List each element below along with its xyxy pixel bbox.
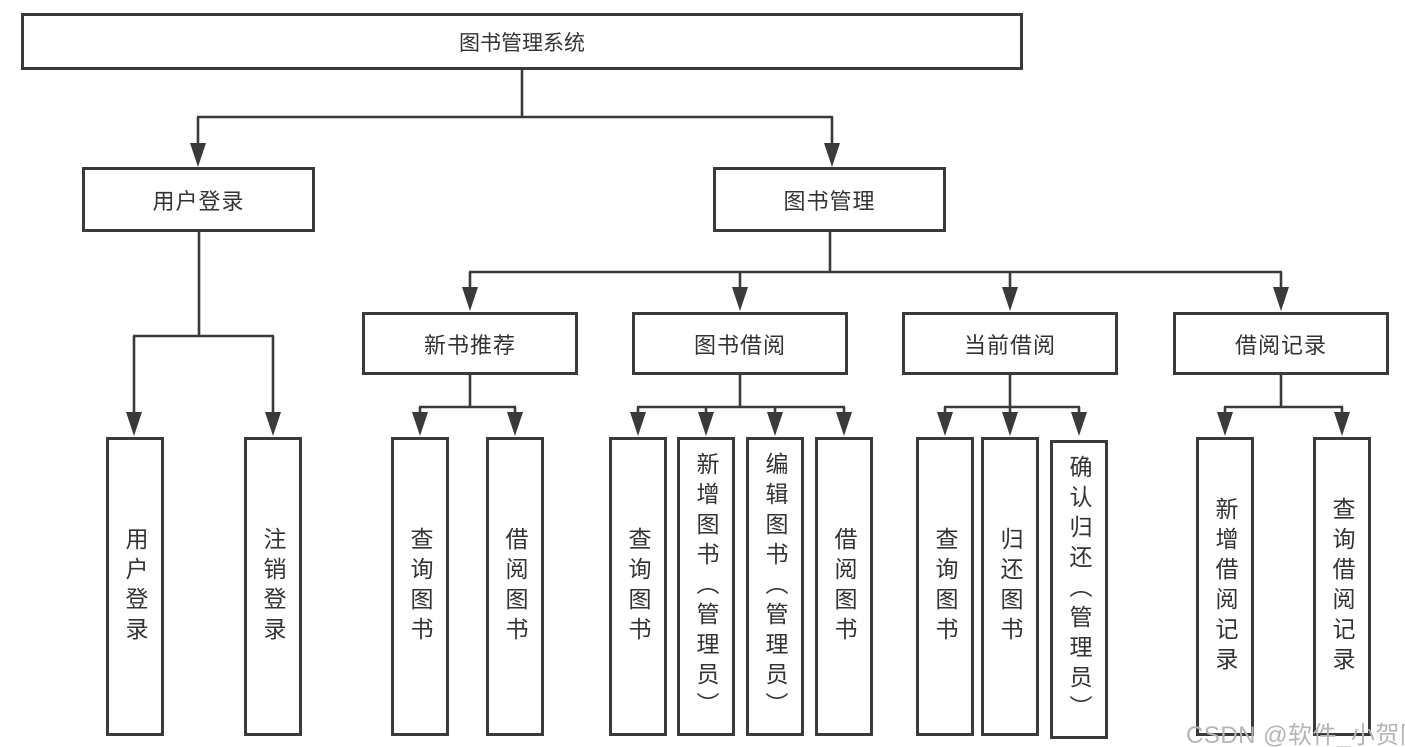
leaf-query-books-1: 查询图书 [391,437,449,736]
arrow-down-icon [412,412,428,436]
arrow-down-icon [698,412,714,436]
node-new-book-recommend: 新书推荐 [362,312,578,375]
node-book-borrowing: 图书借阅 [632,312,848,375]
node-borrowing-records: 借阅记录 [1173,312,1389,375]
arrow-down-icon [1334,412,1350,436]
leaf-borrow-books-2: 借阅图书 [815,437,873,736]
leaf-edit-books-admin: 编辑图书（管理员） [746,437,804,736]
arrow-down-icon [836,412,852,436]
connector-newbook-leaves [418,374,517,417]
leaf-logout-login: 注销登录 [244,437,302,736]
arrow-down-icon [1002,412,1018,436]
arrow-down-icon [462,287,478,311]
leaf-add-books-admin: 新增图书（管理员） [677,437,735,736]
leaf-query-books-2: 查询图书 [609,437,667,736]
arrow-down-icon [1071,412,1087,436]
connector-userlogin-leaves [132,232,275,418]
arrow-down-icon [507,412,523,436]
arrow-down-icon [937,412,953,436]
connector-borrow-leaves [636,374,846,417]
leaf-borrow-books-1: 借阅图书 [486,437,544,736]
node-library-management-system: 图书管理系统 [21,13,1023,70]
arrow-down-icon [824,143,840,167]
node-book-management: 图书管理 [713,167,946,232]
arrow-down-icon [1273,287,1289,311]
leaf-return-books: 归还图书 [981,437,1039,736]
arrow-down-icon [732,287,748,311]
connector-records-leaves [1223,374,1344,417]
node-user-login: 用户登录 [82,167,315,232]
arrow-down-icon [265,412,281,436]
arrow-down-icon [630,412,646,436]
arrow-down-icon [1217,412,1233,436]
leaf-query-borrow-record: 查询借阅记录 [1313,437,1371,736]
leaf-confirm-return-admin: 确认归还（管理员） [1050,440,1108,739]
arrow-down-icon [190,143,206,167]
leaf-user-login: 用户登录 [106,437,164,736]
arrow-down-icon [1002,287,1018,311]
watermark-csdn: CSDN @软件_小贺同学 [1186,722,1405,747]
leaf-query-books-3: 查询图书 [916,437,974,736]
connector-bookmgmt-level3 [468,232,1283,292]
connector-current-leaves [943,374,1081,417]
node-current-borrowing: 当前借阅 [902,312,1118,375]
arrow-down-icon [767,412,783,436]
leaf-add-borrow-record: 新增借阅记录 [1196,437,1254,736]
arrow-down-icon [126,412,142,436]
connector-root-level2 [196,69,834,148]
